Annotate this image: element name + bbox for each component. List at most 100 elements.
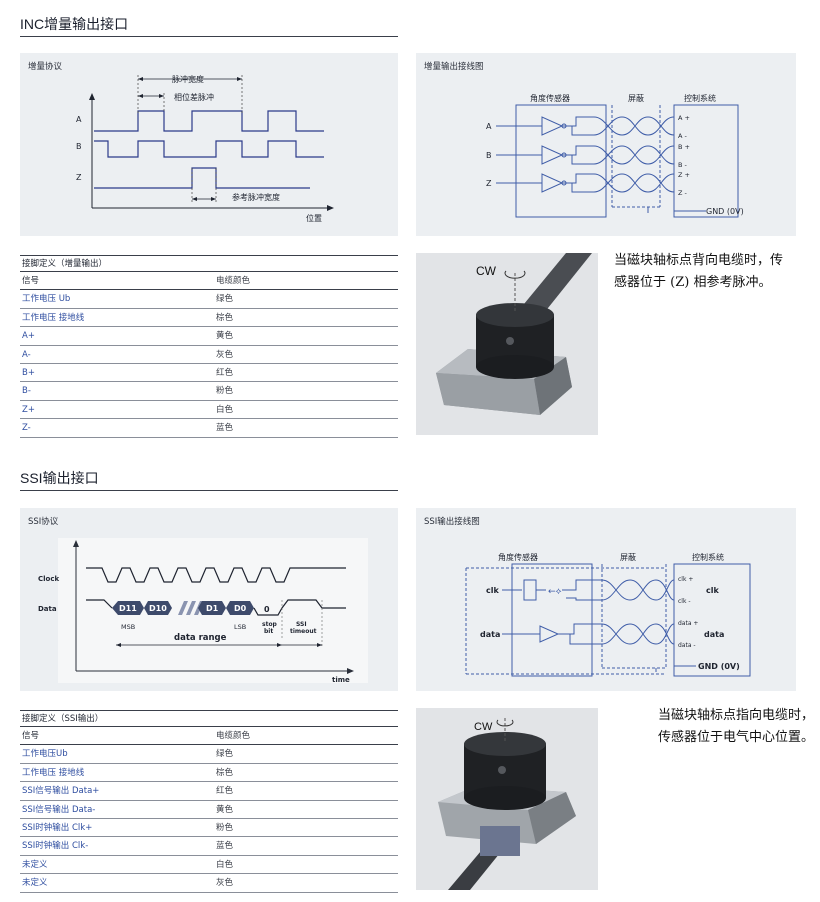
table-row: Z- 蓝色 bbox=[20, 419, 398, 438]
pin-cable-color: 绿色 bbox=[216, 294, 234, 305]
pin-cable-color: 蓝色 bbox=[216, 423, 234, 434]
inc-timing-diagram: 脉冲宽度 相位差脉冲 参考脉冲宽度 位置 A B Z bbox=[76, 74, 334, 223]
table-row: Z+白色 bbox=[20, 401, 398, 420]
table-row: 工作电压 接地线 棕色 bbox=[20, 764, 398, 783]
inc-in-z-label: Z bbox=[486, 179, 492, 188]
ssi-pin-caption: 接脚定义（SSI输出） bbox=[20, 710, 398, 727]
ssi-position-note: 当磁块轴标点指向电缆时， 传感器位于电气中心位置。 bbox=[658, 705, 820, 749]
ssi-pin-header-signal: 信号 bbox=[22, 731, 40, 741]
bit-label: bit bbox=[264, 628, 273, 635]
data-range-label: data range bbox=[174, 633, 227, 643]
inc-z-minus-label: Z - bbox=[678, 189, 688, 197]
position-axis-label: 位置 bbox=[306, 213, 322, 223]
pin-signal: SSI时钟输出 Clk+ bbox=[22, 822, 93, 833]
inc-sensor-photo: CW bbox=[416, 253, 598, 435]
inc-wiring-title: 增量输出接线图 bbox=[424, 62, 484, 72]
inc-b-minus-label: B - bbox=[678, 161, 688, 169]
table-row: SSI信号输出 Data-黄色 bbox=[20, 801, 398, 819]
table-row: 未定义 白色 bbox=[20, 856, 398, 875]
inc-protocol-panel: 增量协议 脉冲宽度 相位差脉冲 参考脉冲宽度 位置 A B Z bbox=[20, 53, 398, 236]
table-row: 工作电压 Ub 绿色 bbox=[20, 290, 398, 309]
inc-in-b-label: B bbox=[486, 151, 492, 160]
pin-signal: A- bbox=[22, 349, 31, 360]
ssi-pin-header-color: 电缆颜色 bbox=[216, 731, 251, 741]
pin-cable-color: 粉色 bbox=[216, 386, 234, 397]
sensor-image: CW bbox=[416, 253, 598, 435]
ssi-cw-label: CW bbox=[474, 721, 493, 733]
msb-label: MSB bbox=[121, 623, 135, 631]
ssi-label: SSI bbox=[296, 621, 307, 628]
inc-a-minus-label: A - bbox=[678, 132, 688, 140]
pin-signal: 工作电压 Ub bbox=[22, 294, 71, 305]
stop-label: stop bbox=[262, 621, 278, 628]
ssi-wiring-title: SSI输出接线图 bbox=[424, 517, 480, 527]
inc-pin-caption: 接脚定义（增量输出） bbox=[20, 255, 398, 272]
inc-section-title: INC增量输出接口 bbox=[20, 16, 129, 32]
pin-signal: SSI信号输出 Data- bbox=[22, 804, 96, 815]
ssi-wiring-diagram: ←⟡ 角度传感器 屏蔽 控制系统 clk data clk + clk - da… bbox=[465, 552, 751, 677]
ssi-clk-minus-label: clk - bbox=[678, 598, 691, 605]
inc-pin-header-color: 电缆颜色 bbox=[216, 276, 251, 286]
channel-a-label: A bbox=[76, 115, 82, 124]
table-row: A- 灰色 bbox=[20, 346, 398, 364]
pin-signal: 工作电压 接地线 bbox=[22, 767, 85, 778]
pin-signal: Z- bbox=[22, 423, 31, 434]
table-row: SSI信号输出 Data+红色 bbox=[20, 782, 398, 801]
svg-text:←⟡: ←⟡ bbox=[548, 587, 562, 597]
inc-in-a-label: A bbox=[486, 122, 492, 131]
pin-signal: Z+ bbox=[22, 404, 35, 415]
data-label: Data bbox=[38, 605, 57, 613]
ssi-clk-in-label: clk bbox=[486, 586, 499, 595]
pin-signal: 工作电压Ub bbox=[22, 749, 68, 760]
ssi-protocol-panel: SSI协议 Clock Data D11 D10 D1 D0 0 MSB bbox=[20, 508, 398, 691]
ssi-section-title: SSI输出接口 bbox=[20, 470, 99, 486]
table-row: SSI时钟输出 Clk-蓝色 bbox=[20, 837, 398, 856]
timeout-label: timeout bbox=[290, 628, 317, 635]
inc-sensor-label: 角度传感器 bbox=[530, 93, 570, 103]
pin-cable-color: 蓝色 bbox=[216, 841, 234, 852]
ssi-data-plus-label: data + bbox=[678, 620, 698, 627]
pin-signal: B+ bbox=[22, 367, 35, 378]
ssi-sensor-label: 角度传感器 bbox=[498, 552, 538, 562]
inc-cw-label: CW bbox=[476, 264, 497, 278]
ssi-data-in-label: data bbox=[480, 630, 500, 639]
pin-cable-color: 灰色 bbox=[216, 349, 234, 360]
lsb-label: LSB bbox=[234, 623, 246, 631]
inc-pin-header: 信号 电缆颜色 bbox=[20, 272, 398, 291]
stop-zero-label: 0 bbox=[264, 605, 270, 614]
pin-signal: SSI信号输出 Data+ bbox=[22, 786, 100, 797]
pin-cable-color: 粉色 bbox=[216, 822, 234, 833]
table-row: SSI时钟输出 Clk+ 粉色 bbox=[20, 819, 398, 838]
ssi-protocol-title: SSI协议 bbox=[28, 517, 59, 527]
pin-cable-color: 黄色 bbox=[216, 331, 234, 342]
inc-wiring-diagram: 角度传感器 屏蔽 控制系统 A B Z A + A - B + B - Z + … bbox=[486, 93, 744, 218]
bit-d10-label: D10 bbox=[149, 604, 167, 613]
pin-cable-color: 绿色 bbox=[216, 749, 234, 760]
bit-d1-label: D1 bbox=[206, 604, 219, 613]
inc-b-plus-label: B + bbox=[678, 143, 690, 151]
inc-gnd-label: GND (0V) bbox=[706, 207, 744, 216]
pin-signal: A+ bbox=[22, 331, 35, 342]
ssi-shield-label: 屏蔽 bbox=[620, 552, 636, 562]
inc-position-note: 当磁块轴标点背向电缆时，传 感器位于 (Z) 相参考脉冲。 bbox=[614, 250, 804, 294]
ssi-note-line-1: 当磁块轴标点指向电缆时， bbox=[658, 708, 815, 723]
pin-cable-color: 棕色 bbox=[216, 767, 234, 778]
table-row: 未定义灰色 bbox=[20, 874, 398, 893]
inc-section-rule bbox=[20, 36, 398, 37]
inc-note-line-2: 感器位于 (Z) 相参考脉冲。 bbox=[614, 275, 772, 290]
pulse-width-label: 脉冲宽度 bbox=[172, 74, 204, 84]
table-row: A+ 黄色 bbox=[20, 327, 398, 346]
table-row: B-粉色 bbox=[20, 382, 398, 401]
pin-signal: 未定义 bbox=[22, 859, 48, 870]
ssi-ctrl-clk-label: clk bbox=[706, 586, 719, 595]
pin-cable-color: 白色 bbox=[216, 859, 234, 870]
clock-label: Clock bbox=[38, 575, 59, 583]
inc-protocol-title: 增量协议 bbox=[28, 62, 63, 72]
table-row: B+红色 bbox=[20, 364, 398, 383]
inc-a-plus-label: A + bbox=[678, 114, 690, 122]
pin-signal: 工作电压 接地线 bbox=[22, 312, 85, 323]
ssi-data-minus-label: data - bbox=[678, 642, 696, 649]
ssi-wiring-panel: SSI输出接线图 bbox=[416, 508, 796, 691]
